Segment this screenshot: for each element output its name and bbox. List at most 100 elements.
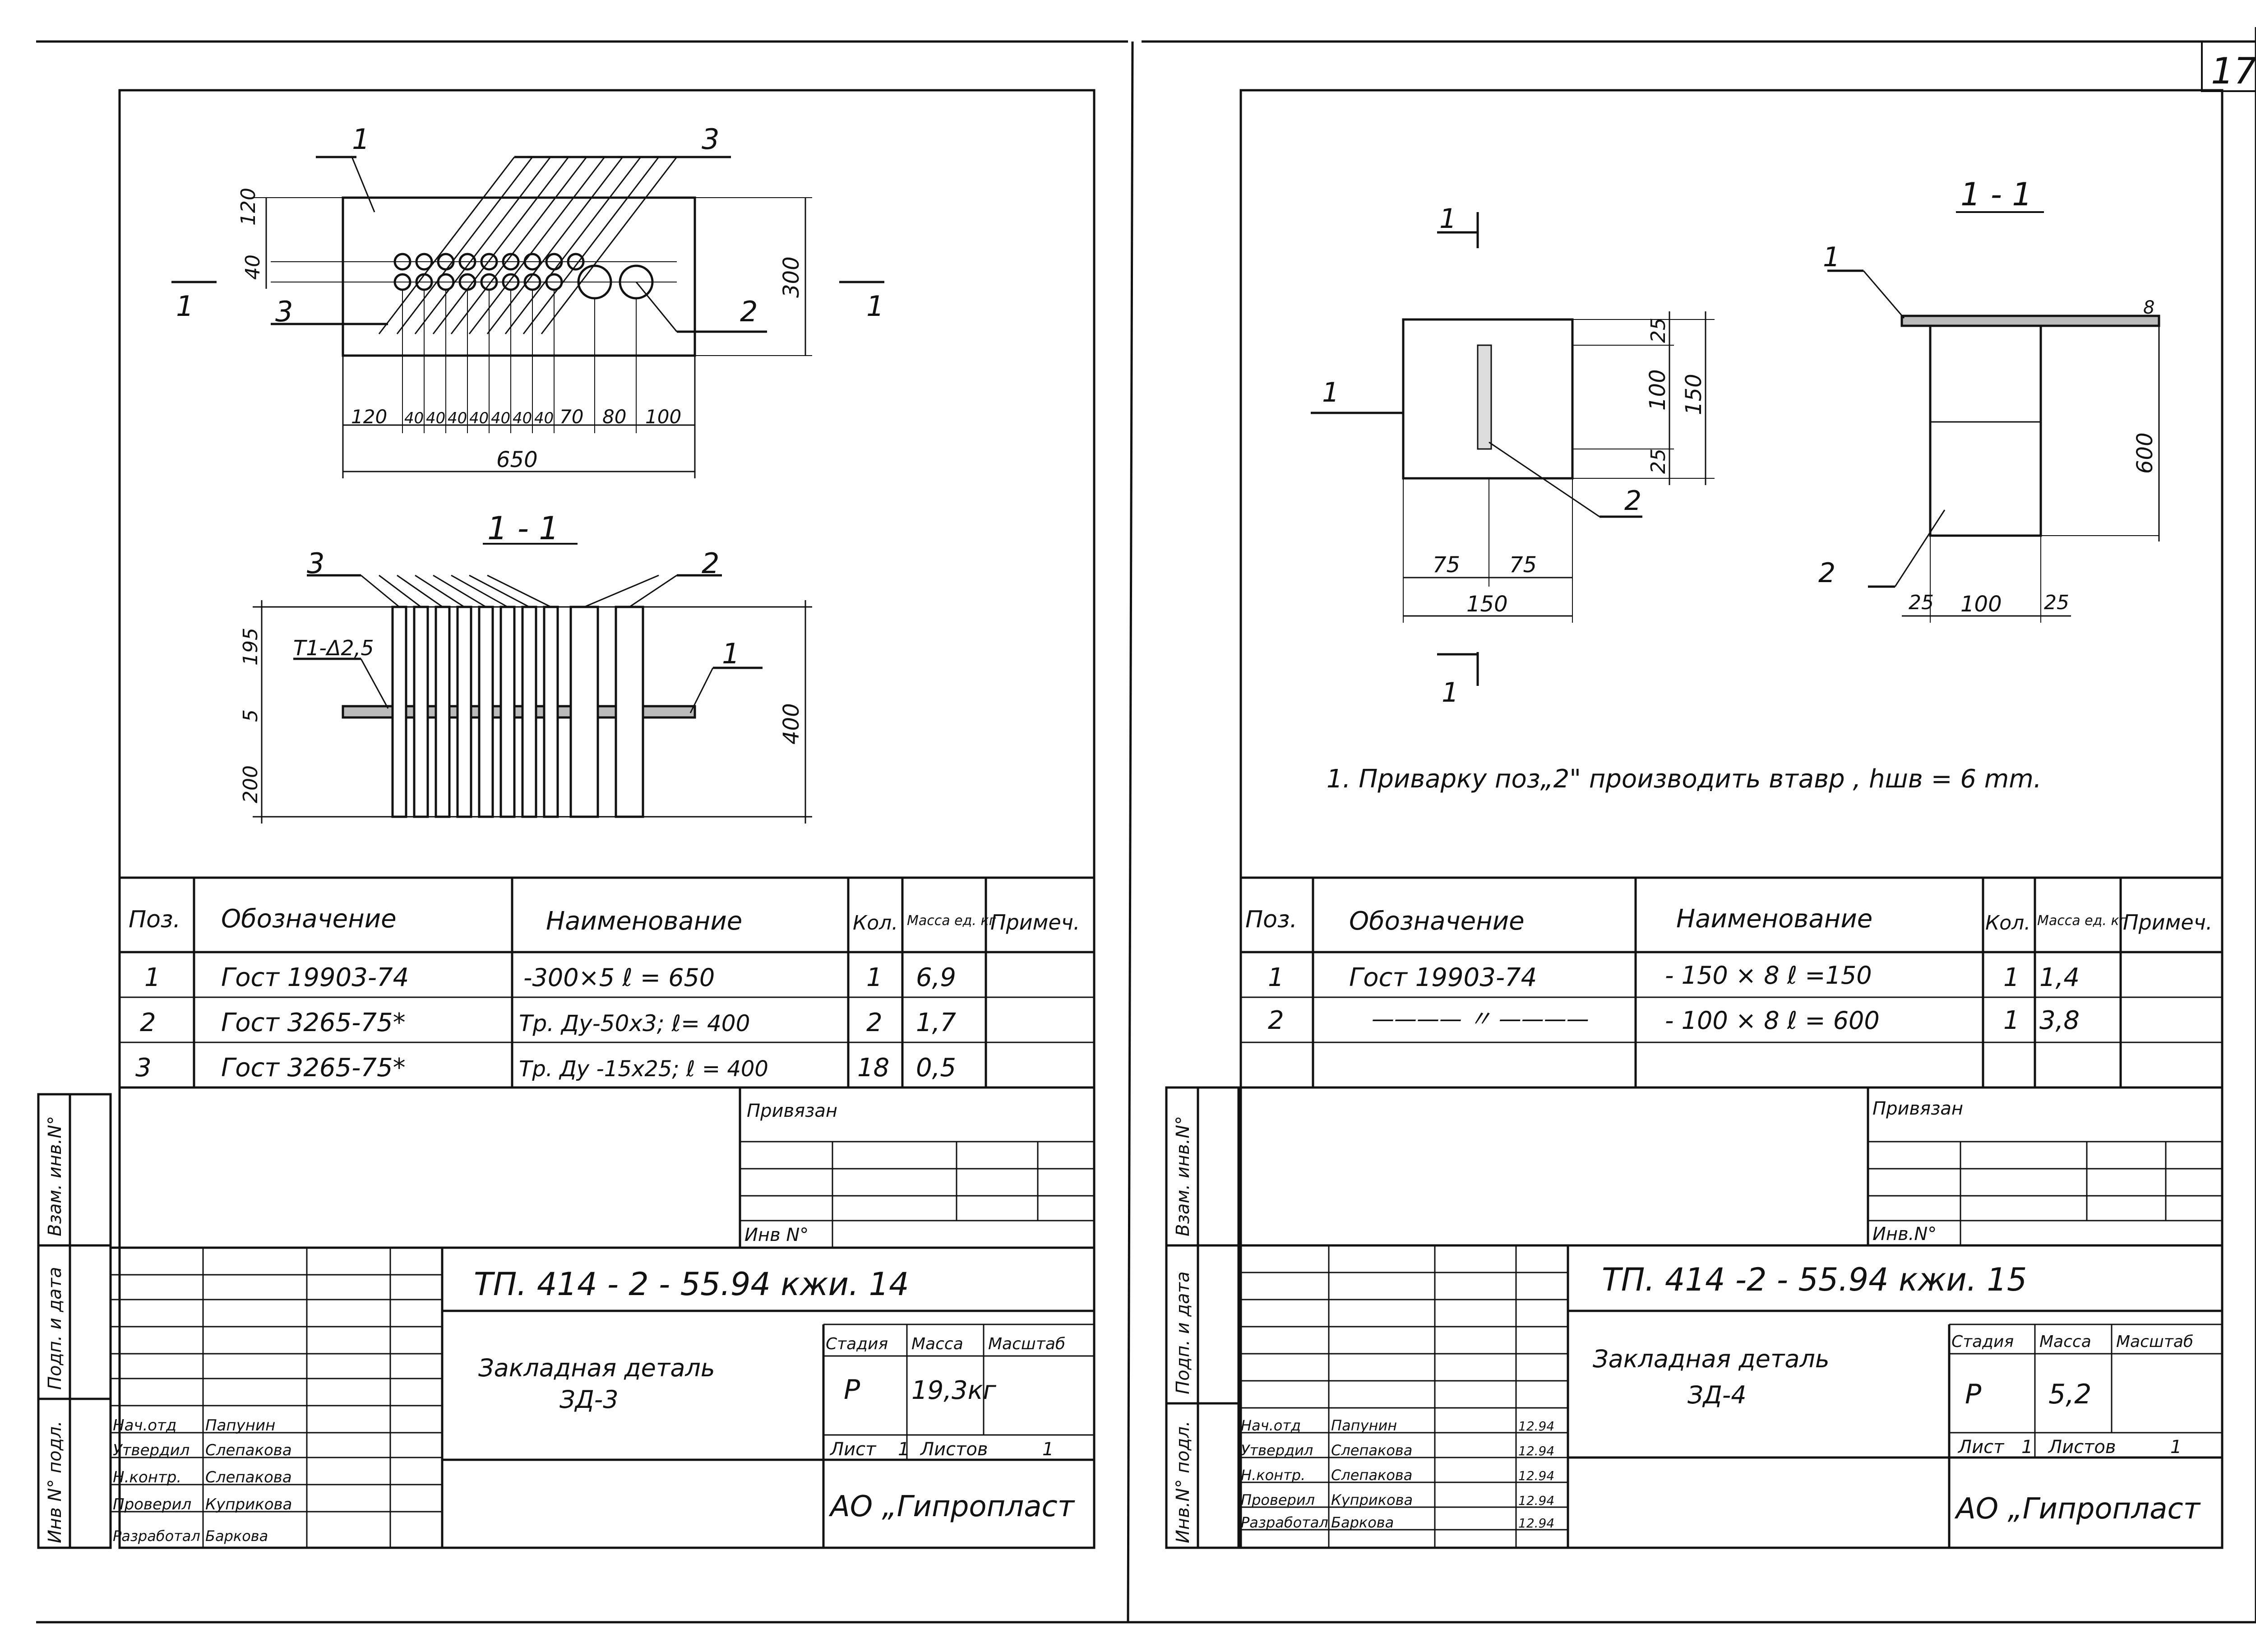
svg-text:2: 2 <box>740 295 758 328</box>
sheet2-note: 1. Приварку поз„2" производить втавр , h… <box>1327 764 2042 794</box>
svg-text:1: 1 <box>2003 1006 2020 1035</box>
svg-text:12.94: 12.94 <box>1518 1419 1554 1434</box>
sheet1-section-labels: 1 - 1 3 2 1 T1-Δ2,5 195 5 200 400 <box>239 510 804 803</box>
svg-text:3: 3 <box>702 123 719 156</box>
svg-text:18: 18 <box>857 1053 889 1083</box>
svg-text:3: 3 <box>275 295 293 328</box>
svg-text:1: 1 <box>866 290 884 323</box>
svg-text:2: 2 <box>866 1008 883 1037</box>
svg-text:Подп. и дата: Подп. и дата <box>1173 1272 1193 1394</box>
svg-text:2: 2 <box>702 547 719 580</box>
svg-text:Наименование: Наименование <box>1676 904 1872 934</box>
svg-text:Закладная деталь: Закладная деталь <box>1593 1345 1830 1373</box>
svg-text:40: 40 <box>469 409 489 427</box>
svg-text:Проверил: Проверил <box>113 1495 191 1513</box>
svg-text:Тр. Ду-50х3; ℓ= 400: Тр. Ду-50х3; ℓ= 400 <box>519 1010 750 1037</box>
svg-text:Закладная деталь: Закладная деталь <box>478 1354 715 1382</box>
svg-text:Инв N°: Инв N° <box>744 1225 809 1245</box>
svg-text:40: 40 <box>534 409 554 427</box>
svg-text:Р: Р <box>844 1374 860 1406</box>
svg-text:Масса ед. кг: Масса ед. кг <box>2037 913 2127 929</box>
sheet1-spec-text: Поз. Обозначение Наименование Кол. Масса… <box>129 904 1080 1083</box>
svg-text:2: 2 <box>1624 485 1641 517</box>
svg-text:Н.контр.: Н.контр. <box>1241 1467 1305 1484</box>
sheet2-plan-labels: 1 1 1 2 25 100 25 150 75 75 150 <box>1322 203 1706 708</box>
sheet2-stamp-grid <box>1165 1086 2224 1549</box>
page-number: 17 <box>2211 50 2256 92</box>
svg-text:1: 1 <box>1042 1439 1054 1460</box>
svg-text:-300×5 ℓ = 650: -300×5 ℓ = 650 <box>523 963 715 992</box>
svg-text:Нач.отд: Нач.отд <box>113 1416 176 1435</box>
svg-text:2: 2 <box>140 1008 156 1037</box>
svg-text:1 - 1: 1 - 1 <box>1960 176 2032 213</box>
svg-text:Взам. инв.N°: Взам. инв.N° <box>1173 1116 1193 1236</box>
svg-text:40: 40 <box>426 409 445 427</box>
svg-text:Масса: Масса <box>911 1335 963 1353</box>
svg-text:1: 1 <box>1322 377 1339 408</box>
svg-text:75: 75 <box>1509 552 1537 578</box>
svg-text:Лист: Лист <box>1957 1437 2005 1458</box>
svg-text:Инв.N° подл.: Инв.N° подл. <box>1173 1421 1193 1543</box>
svg-text:ТП. 414 -2 - 55.94 кжи. 15: ТП. 414 -2 - 55.94 кжи. 15 <box>1602 1261 2027 1298</box>
svg-text:100: 100 <box>1645 369 1670 411</box>
svg-text:Слепакова: Слепакова <box>1331 1467 1412 1484</box>
svg-text:3: 3 <box>135 1053 152 1083</box>
svg-text:120: 120 <box>237 188 260 226</box>
sheet2-stamp-text: Привязан Инв.N° ТП. 414 -2 - 55.94 кжи. … <box>1173 1098 2201 1543</box>
svg-text:40: 40 <box>241 255 264 280</box>
svg-text:Папунин: Папунин <box>205 1416 275 1435</box>
svg-text:1: 1 <box>352 123 370 156</box>
svg-text:———— 〃 ————: ———— 〃 ———— <box>1372 1006 1589 1032</box>
sheet1-stamp-text: Привязан Инв N° ТП. 414 - 2 - 55.94 кжи.… <box>45 1101 1075 1545</box>
svg-text:Утвердил: Утвердил <box>1241 1442 1313 1459</box>
svg-text:Кол.: Кол. <box>853 912 898 935</box>
svg-text:Гост 19903-74: Гост 19903-74 <box>221 963 409 992</box>
svg-text:Тр. Ду -15х25; ℓ = 400: Тр. Ду -15х25; ℓ = 400 <box>519 1056 768 1082</box>
svg-text:Нач.отд: Нач.отд <box>1241 1417 1301 1434</box>
svg-text:70: 70 <box>559 406 583 428</box>
svg-text:Масса: Масса <box>2039 1333 2091 1351</box>
svg-text:Папунин: Папунин <box>1331 1417 1397 1434</box>
svg-text:Примеч.: Примеч. <box>2123 910 2213 935</box>
svg-text:2: 2 <box>1268 1006 1284 1035</box>
svg-text:Привязан: Привязан <box>747 1101 837 1121</box>
svg-text:19,3кг: 19,3кг <box>911 1376 997 1405</box>
sheet2-frame <box>1239 89 2224 1549</box>
svg-text:1: 1 <box>1268 963 1284 992</box>
svg-text:3,8: 3,8 <box>2039 1006 2080 1035</box>
svg-text:40: 40 <box>513 409 532 427</box>
svg-text:АО „Гипропласт: АО „Гипропласт <box>1954 1492 2201 1526</box>
svg-text:Слепакова: Слепакова <box>205 1441 292 1459</box>
svg-text:650: 650 <box>496 447 538 472</box>
svg-text:1: 1 <box>898 1439 909 1460</box>
svg-text:80: 80 <box>602 406 626 428</box>
svg-text:25: 25 <box>1909 591 1934 614</box>
svg-text:1: 1 <box>1439 203 1456 235</box>
svg-text:150: 150 <box>1466 592 1508 617</box>
svg-text:600: 600 <box>2132 432 2158 474</box>
svg-text:1: 1 <box>2021 1437 2033 1458</box>
svg-text:1: 1 <box>176 290 194 323</box>
svg-text:195: 195 <box>239 628 262 666</box>
svg-text:Взам. инв.N°: Взам. инв.N° <box>45 1116 65 1236</box>
svg-text:12.94: 12.94 <box>1518 1493 1554 1508</box>
svg-text:1: 1 <box>2003 963 2020 992</box>
svg-text:Масса ед. кг: Масса ед. кг <box>907 913 996 929</box>
svg-text:АО „Гипропласт: АО „Гипропласт <box>828 1490 1075 1523</box>
svg-text:Кол.: Кол. <box>1985 912 2030 935</box>
svg-text:Стадия: Стадия <box>826 1335 888 1353</box>
svg-text:Слепакова: Слепакова <box>1331 1442 1412 1459</box>
svg-text:75: 75 <box>1433 552 1460 578</box>
svg-text:Куприкова: Куприкова <box>1331 1491 1413 1509</box>
svg-text:Слепакова: Слепакова <box>205 1468 292 1486</box>
svg-text:- 150 × 8 ℓ =150: - 150 × 8 ℓ =150 <box>1665 961 1872 990</box>
svg-text:Баркова: Баркова <box>205 1527 268 1545</box>
sheet2-section-labels: 1 - 1 1 2 8 600 25 100 25 <box>1818 176 2158 617</box>
svg-text:ЗД-3: ЗД-3 <box>559 1385 619 1414</box>
sheet1-stamp-grid <box>37 1086 1096 1549</box>
svg-text:Листов: Листов <box>920 1439 988 1460</box>
svg-text:40: 40 <box>491 409 510 427</box>
svg-text:2: 2 <box>1818 557 1835 589</box>
svg-text:Масштаб: Масштаб <box>2116 1333 2193 1351</box>
